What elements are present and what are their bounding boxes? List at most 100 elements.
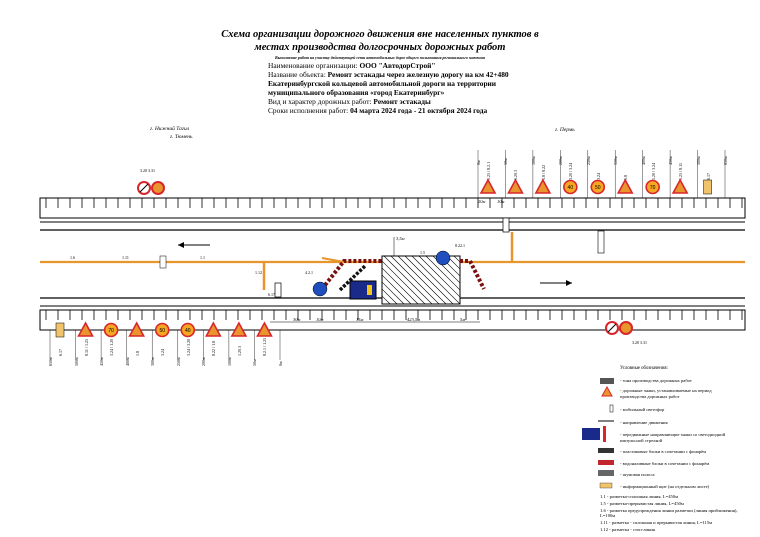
- marking-label: 4.2.1: [305, 270, 313, 275]
- speed-limit-value: 40: [185, 328, 191, 334]
- warning-sign-icon: [204, 321, 222, 337]
- bottom-sign-code: 3.24: [160, 349, 166, 356]
- warning-sign-icon: [534, 178, 552, 194]
- warning-sign-icon: [671, 178, 689, 194]
- object-value-2: Екатеринбургской кольцевой автомобильной…: [268, 79, 497, 88]
- bottom-sign-dist: 50м: [252, 359, 258, 366]
- object-value: Ремонт эстакады через железную дорогу на…: [327, 70, 509, 79]
- bottom-sign-code: 8.11 / 1.25: [83, 339, 89, 356]
- marking-label: 1.6: [70, 255, 75, 260]
- top-sign-code: 3.24: [595, 173, 601, 180]
- top-sign-dist: 650м: [723, 156, 728, 165]
- end-signs-top: 3.20 3.31: [140, 168, 155, 173]
- legend-marking: 1.11 - разметка - сплошная и прерывистая…: [600, 520, 713, 525]
- marking-label: 1.11: [122, 255, 129, 260]
- dimension-label: 5м: [460, 317, 466, 322]
- bottom-sign-dist: 0м: [278, 361, 283, 366]
- legend-item: - направление движения: [620, 420, 668, 425]
- dimension-label: 20м: [478, 199, 486, 204]
- bottom-sign-code: 6.17: [58, 349, 63, 356]
- legend-item: - зона производства дорожных работ: [620, 378, 692, 383]
- top-sign-dist: 350м: [613, 156, 619, 165]
- info-board-icon: [55, 322, 65, 338]
- marking-label: 1.12: [255, 270, 262, 275]
- org-value: ООО "АвтодорСтрой": [359, 61, 436, 70]
- scheme-subtitle: Выполнение работ на участку действующей …: [275, 55, 485, 60]
- direction-left-2: г. Тюмень: [170, 134, 193, 140]
- warning-sign-icon: [507, 178, 524, 194]
- top-sign-dist: 100м: [530, 156, 536, 165]
- org-label: Наименование организации:: [268, 61, 358, 70]
- top-sign-code: 3.20 / 3.24: [568, 162, 574, 180]
- speed-limit-value: 50: [595, 185, 601, 191]
- top-sign-dist: 250м: [585, 156, 591, 165]
- top-sign-dist: 500м: [695, 156, 701, 165]
- sidewalk-railings: [39, 197, 746, 331]
- legend-marking: 1.6 - разметка предупреждения линии разм…: [600, 508, 738, 518]
- top-sign-dist: 0м: [476, 160, 481, 165]
- dimension-label: 423,5м: [407, 317, 420, 322]
- info-board-icon: [703, 179, 712, 195]
- bottom-sign-code: 8.2.1 / 1.25: [262, 337, 268, 356]
- top-sign-code: 1.25 / 8.11: [678, 163, 684, 180]
- sign-4-2-1: [435, 250, 451, 266]
- legend-item: - передвижные направляющие знаки со свет…: [620, 432, 726, 443]
- dates-value: 04 марта 2024 года - 21 октября 2024 год…: [350, 106, 488, 115]
- top-sign-code: 1.8: [623, 175, 629, 180]
- bottom-sign-dist: 250м: [175, 357, 181, 366]
- object-line: Название объекта: Ремонт эстакады через …: [268, 70, 509, 80]
- dimension-label: 10м: [497, 199, 505, 204]
- object-value-3: муниципального образования «город Екатер…: [268, 88, 445, 97]
- dates-label: Сроки исполнения работ:: [268, 106, 349, 115]
- dimension-lines: [270, 237, 480, 323]
- arrow-board: [349, 280, 377, 300]
- sign-4-2-1: [312, 281, 328, 297]
- direction-left-1: г. Нижний Тагил: [150, 126, 190, 132]
- speed-limit-sign-icon: [590, 179, 606, 195]
- top-sign-code: 1.25 / 8.2.1: [486, 161, 491, 180]
- legend-item: - мобильный светофор: [620, 407, 665, 412]
- noise-strip: [597, 230, 605, 254]
- speed-limit-value: 70: [108, 328, 114, 334]
- legend-icons: [582, 378, 614, 489]
- work-line: Вид и характер дорожных работ: Ремонт эс…: [268, 97, 431, 107]
- bottom-sign-dist: 400м: [124, 357, 130, 366]
- legend-item: - шумовая полоса: [620, 472, 655, 477]
- bottom-sign-dist: 200м: [201, 357, 207, 366]
- top-sign-dist: 450м: [668, 156, 674, 165]
- end-signs-bottom: 3.20 3.31: [632, 340, 647, 345]
- scheme-title: Схема организации дорожного движения вне…: [221, 29, 539, 53]
- legend-item: - пластиковые блоки в сочетании с фонарё…: [620, 449, 707, 454]
- object-label: Название объекта:: [268, 70, 326, 79]
- bottom-sign-dist: 100м: [226, 357, 232, 366]
- warning-sign-icon: [616, 178, 634, 194]
- mobile-traffic-light: [274, 217, 510, 298]
- speed-limit-sign-icon: [563, 179, 578, 195]
- bottom-sign-dist: 500м: [73, 357, 79, 366]
- marking-label: 1.1: [200, 255, 205, 260]
- speed-limit-sign-icon: [645, 179, 660, 195]
- org-line: Наименование организации: ООО "АвтодорСт…: [268, 61, 436, 71]
- speed-limit-sign-icon: [154, 322, 170, 338]
- speed-limit-sign-icon: [180, 322, 196, 338]
- bottom-sign-dist: 300м: [150, 357, 156, 366]
- speed-limit-value: 40: [568, 185, 574, 191]
- bottom-sign-code: 1.20.3: [236, 346, 242, 356]
- arrows-direction: [178, 242, 572, 286]
- top-sign-code: 1.20 / 3.24: [650, 162, 656, 180]
- legend-item: - дорожные знаки, устанавливаемые на пер…: [620, 388, 712, 399]
- bottom-sign-code: 3.24 / 3.20: [185, 338, 191, 356]
- work-value: Ремонт эстакады: [373, 97, 431, 106]
- legend-marking: 1.5 - разметка-прерывистая линия, L=450м: [600, 501, 684, 506]
- legend-title: Условные обозначения:: [620, 366, 668, 371]
- top-sign-code: 6.17: [705, 173, 711, 180]
- warning-sign-icon: [128, 321, 146, 337]
- speed-limit-value: 50: [159, 328, 165, 334]
- dates-line: Сроки исполнения работ: 04 марта 2024 го…: [268, 106, 487, 116]
- barrier-blocks: [320, 259, 486, 292]
- dimension-label: 10м: [316, 317, 324, 322]
- top-sign-dist: 50м: [503, 158, 509, 165]
- top-sign-code: 1.20.3: [513, 170, 519, 180]
